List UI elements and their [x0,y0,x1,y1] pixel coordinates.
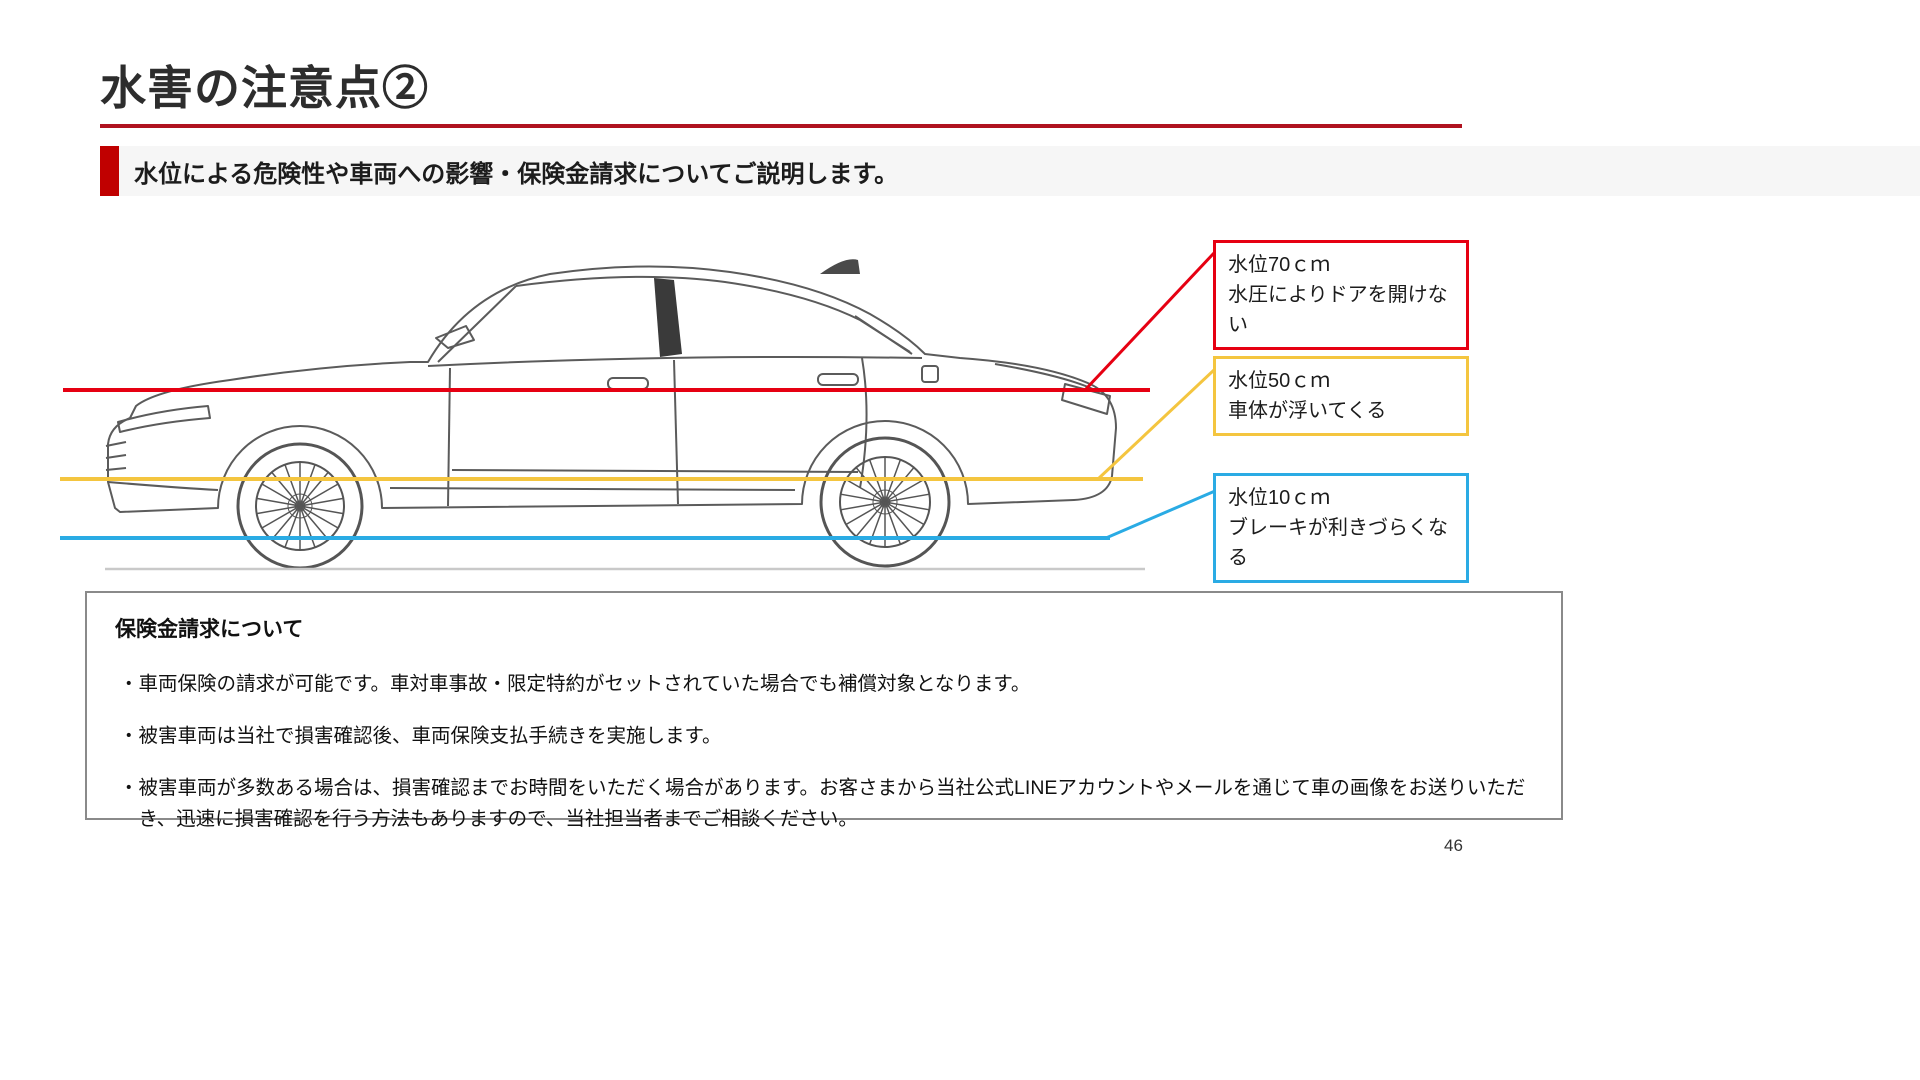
water-effect-label: 水圧によりドアを開けない [1228,284,1448,336]
water-depth-label: 水位10ｃｍ [1228,487,1331,509]
water-level-callout-10cm: 水位10ｃｍ ブレーキが利きづらくなる [1213,473,1469,583]
water-depth-label: 水位50ｃｍ [1228,370,1331,392]
water-effect-label: 車体が浮いてくる [1228,400,1387,422]
car-side-view-drawing [105,259,1145,571]
grille-lines [105,441,127,471]
taillight [1061,383,1111,415]
center-door-seam [673,359,679,505]
rocker-line [389,487,796,491]
trunk-seam [994,363,1096,391]
front-wheel [236,442,364,570]
water-level-callout-70cm: 水位70ｃｍ 水圧によりドアを開けない [1213,240,1469,350]
subtitle-band [100,146,1920,196]
car-body-outline [107,265,1117,513]
roof-antenna-fin [820,259,860,274]
subtitle-text: 水位による危険性や車両への影響・保険金請求についてご説明します。 [134,160,899,188]
info-bullet-3: ・被害車両が多数ある場合は、損害確認までお時間をいただく場合があります。お客さま… [119,777,1526,830]
front-door-seam [447,367,451,507]
front-bumper-crease [107,481,219,491]
info-bullet-1: ・車両保険の請求が可能です。車対車事故・限定特約がセットされていた場合でも補償対… [119,673,1031,695]
rear-window [854,315,913,355]
side-mirror [435,325,475,349]
title-underline [100,124,1462,128]
subtitle-accent-bar [100,146,119,196]
lower-crease [451,469,859,473]
beltline [427,356,923,367]
insurance-claims-box: 保険金請求について ・車両保険の請求が可能です。車対車事故・限定特約がセットされ… [85,591,1563,830]
info-bullet-2: ・被害車両は当社で損害確認後、車両保険支払手続きを実施します。 [119,725,722,748]
water-effect-label: ブレーキが利きづらくなる [1228,517,1448,569]
rear-door-seam [859,357,868,489]
front-door-handle [607,377,649,390]
water-depth-label: 水位70ｃｍ [1228,254,1331,276]
page-number: 46 [1444,836,1463,855]
page-title: 水害の注意点② [100,62,429,114]
headlight [117,405,211,433]
b-pillar [654,278,682,357]
window-top [515,275,911,353]
rear-door-handle [817,373,859,386]
windshield [437,285,517,363]
fuel-lid [921,365,939,383]
water-level-callout-50cm: 水位50ｃｍ 車体が浮いてくる [1213,356,1469,436]
info-box-title: 保険金請求について [115,618,304,641]
rear-wheel [819,436,951,568]
car-body [105,265,1117,513]
